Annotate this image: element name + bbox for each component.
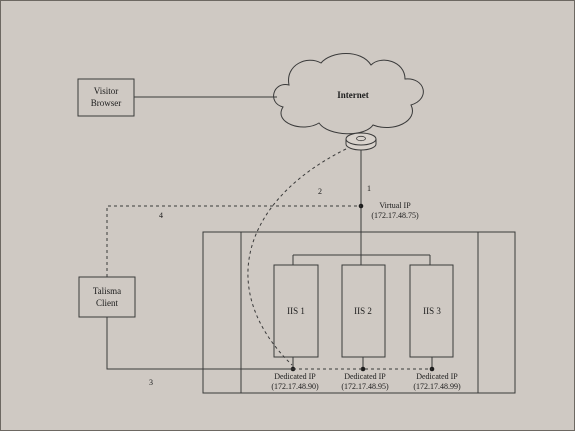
iis3-label: IIS 3 — [423, 306, 441, 316]
path-number-4: 4 — [159, 211, 163, 220]
iis2-label: IIS 2 — [354, 306, 372, 316]
visitor-browser-label-line1: Visitor — [94, 86, 118, 96]
iis2-dedicated-ip-node — [360, 366, 366, 372]
talisma-client-label-line2: Client — [96, 298, 118, 308]
path-2-dashed-curve — [247, 148, 347, 366]
iis1-server-box — [273, 264, 319, 358]
virtual-ip-address: (172.17.48.75) — [371, 211, 419, 220]
visitor-browser-label-line2: Browser — [91, 98, 122, 108]
internet-cloud-icon — [273, 53, 424, 135]
server-farm-enclosure — [202, 231, 516, 394]
router-icon — [345, 132, 377, 151]
iis1-label: IIS 1 — [287, 306, 305, 316]
path-number-2: 2 — [318, 187, 322, 196]
talisma-client-label-line1: Talisma — [93, 286, 121, 296]
iis1-dedicated-ip-address: (172.17.48.90) — [271, 382, 319, 391]
path-number-1: 1 — [367, 184, 371, 193]
iis3-dedicated-ip-address: (172.17.48.99) — [413, 382, 461, 391]
path-3-link — [106, 317, 293, 370]
virtual-ip-label: Virtual IP — [379, 201, 411, 210]
talisma-client-fill — [80, 278, 134, 316]
path-number-3: 3 — [149, 378, 153, 387]
iis2-dedicated-ip-label: Dedicated IP — [344, 372, 386, 381]
iis3-dedicated-ip-label: Dedicated IP — [416, 372, 458, 381]
talisma-client-box — [78, 276, 136, 318]
path-4-dashed-link — [106, 205, 361, 277]
internet-label: Internet — [337, 90, 369, 100]
iis2-dedicated-ip-address: (172.17.48.95) — [341, 382, 389, 391]
iis1-dedicated-ip-label: Dedicated IP — [274, 372, 316, 381]
